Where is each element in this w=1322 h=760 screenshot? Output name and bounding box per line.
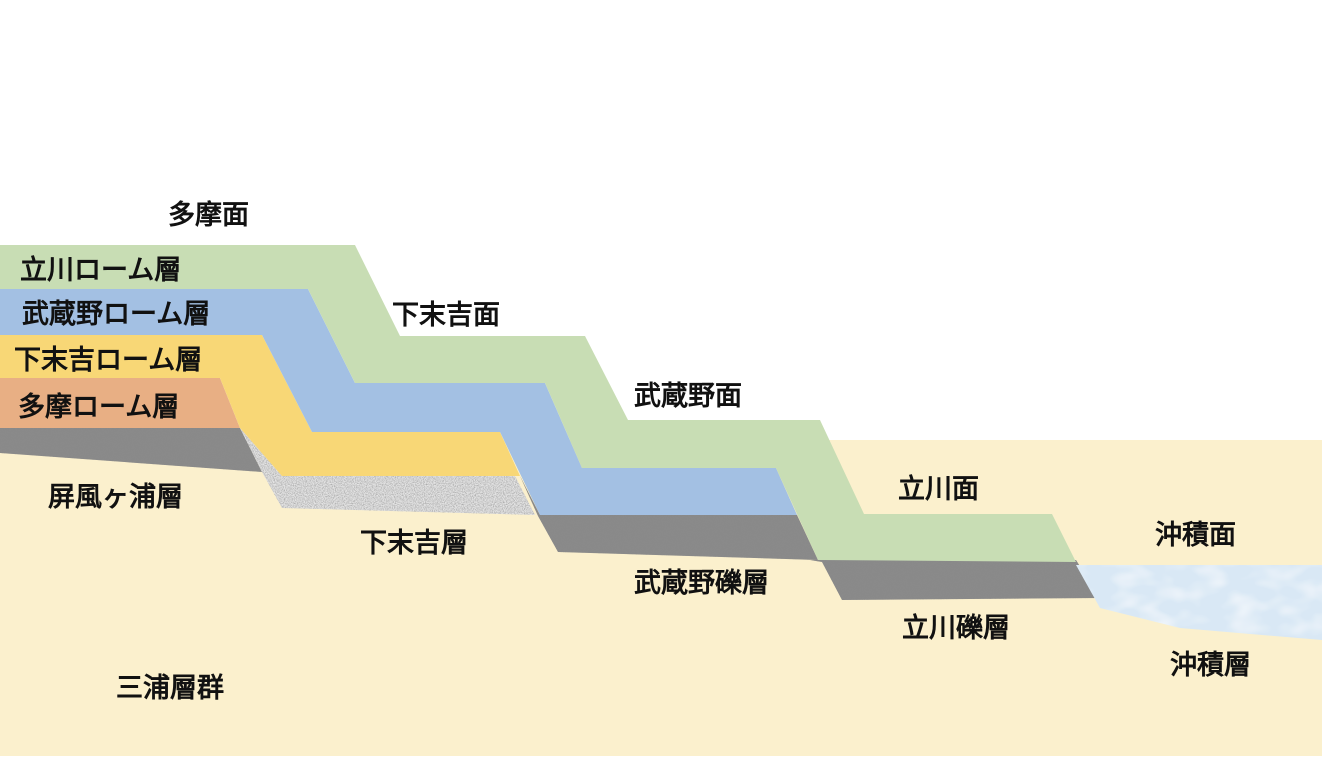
shimosueyoshi-gravel-band — [240, 428, 535, 515]
label-musashino-loam: 武蔵野ローム層 — [22, 299, 210, 330]
label-alluvial-surface: 沖積面 — [1155, 520, 1236, 551]
musashino-loam-layer — [0, 289, 797, 515]
label-alluvium-layer: 沖積層 — [1170, 650, 1251, 681]
shimosueyoshi-loam-layer — [0, 335, 520, 476]
tachikawa-gravel-band — [810, 560, 1100, 600]
byobugaura-gravel-band — [0, 428, 262, 472]
label-miura-group: 三浦層群 — [116, 672, 224, 704]
musashino-gravel-band — [520, 476, 818, 560]
label-tama-loam: 多摩ローム層 — [18, 391, 179, 423]
label-tama-surface: 多摩面 — [168, 199, 249, 231]
label-shimosueyoshi-layer: 下末吉層 — [360, 528, 468, 559]
label-byobugaura-layer: 屏風ヶ浦層 — [48, 481, 183, 513]
label-shimosueyoshi-loam: 下末吉ローム層 — [14, 345, 202, 376]
tachikawa-loam-layer — [0, 245, 1076, 562]
label-tachikawa-loam: 立川ローム層 — [20, 254, 181, 286]
label-musashino-surface: 武蔵野面 — [634, 381, 742, 412]
label-shimosueyoshi-surface: 下末吉面 — [392, 300, 500, 331]
label-musashino-gravel: 武蔵野礫層 — [634, 567, 769, 599]
alluvium-layer — [1076, 565, 1322, 640]
label-tachikawa-surface: 立川面 — [898, 473, 979, 505]
label-tachikawa-gravel: 立川礫層 — [902, 612, 1010, 644]
tama-loam-layer — [0, 378, 240, 428]
